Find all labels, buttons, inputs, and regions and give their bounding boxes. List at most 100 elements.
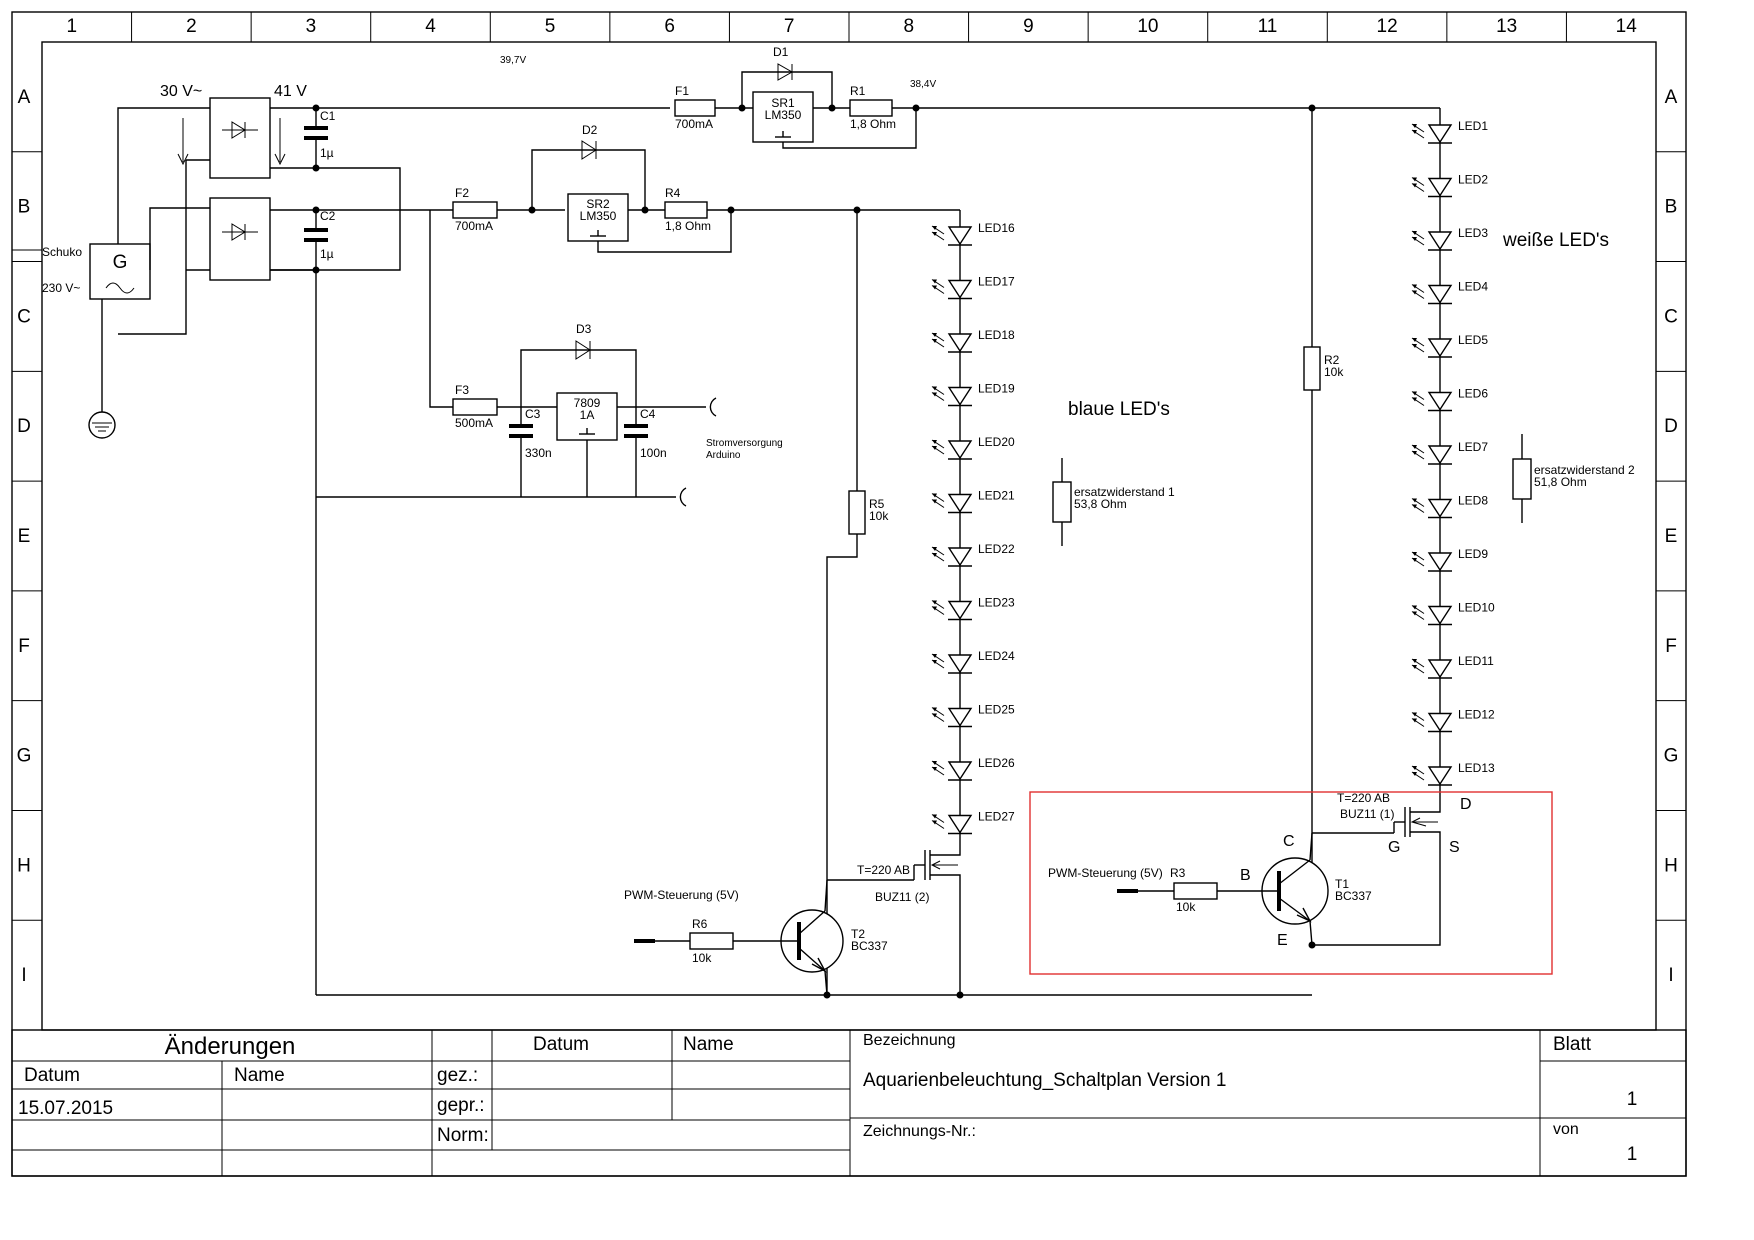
grid-row-label: G bbox=[1664, 746, 1679, 767]
led-label: LED7 bbox=[1458, 440, 1488, 454]
title-block: Änderungen Datum Name Datum Name 15.07.2… bbox=[11, 1029, 1687, 1177]
grid-row-label: C bbox=[1664, 306, 1678, 327]
led-led5: LED5 bbox=[1411, 333, 1488, 358]
led-led16: LED16 bbox=[931, 221, 1015, 246]
led-label: LED23 bbox=[978, 596, 1015, 610]
grid-row-label: H bbox=[17, 855, 31, 876]
grid-column-label: 13 bbox=[1496, 16, 1517, 37]
ers1-value: 53,8 Ohm bbox=[1074, 497, 1127, 511]
led-led7: LED7 bbox=[1411, 440, 1488, 465]
led-led26: LED26 bbox=[931, 756, 1015, 781]
voltage-label-39: 39,7V bbox=[500, 55, 526, 66]
r6-value: 10k bbox=[692, 951, 712, 965]
r3-name: R3 bbox=[1170, 866, 1186, 880]
grid-column-label: 9 bbox=[1023, 16, 1034, 37]
pin-d: D bbox=[1460, 796, 1472, 813]
buz2-type: T=220 AB bbox=[857, 863, 910, 877]
ers1-name: ersatzwiderstand 1 bbox=[1074, 485, 1175, 499]
r5-value: 10k bbox=[869, 509, 889, 523]
pin-s: S bbox=[1449, 839, 1460, 856]
grid-row-label: I bbox=[21, 965, 26, 986]
grid-column-label: 5 bbox=[545, 16, 556, 37]
led-label: LED21 bbox=[978, 489, 1015, 503]
generator-symbol bbox=[89, 243, 151, 300]
drawing-title: Aquarienbeleuchtung_Schaltplan Version 1 bbox=[863, 1070, 1226, 1091]
blue-led-string: LED16LED17LED18LED19LED20LED21LED22LED23… bbox=[931, 221, 1015, 835]
grid-row-label: C bbox=[17, 306, 31, 327]
led-led2: LED2 bbox=[1411, 173, 1488, 198]
grid-row-label: A bbox=[1665, 87, 1678, 108]
pin-b: B bbox=[1240, 867, 1251, 884]
grid-column-label: 6 bbox=[664, 16, 675, 37]
led-led23: LED23 bbox=[931, 596, 1015, 621]
equivalent-resistor-2 bbox=[1512, 458, 1532, 500]
t1-name: T1 bbox=[1335, 877, 1349, 891]
fuse-f3 bbox=[452, 398, 498, 416]
pin-c: C bbox=[1283, 833, 1295, 850]
led-led8: LED8 bbox=[1411, 494, 1488, 519]
c4-value: 100n bbox=[640, 446, 667, 460]
earth-ground-icon bbox=[88, 411, 116, 439]
d2-name: D2 bbox=[582, 123, 598, 137]
grid-row-label: F bbox=[1665, 636, 1677, 657]
led-led6: LED6 bbox=[1411, 387, 1488, 412]
pin-e: E bbox=[1277, 932, 1288, 949]
led-led18: LED18 bbox=[931, 328, 1015, 353]
led-led21: LED21 bbox=[931, 489, 1015, 514]
rectifier-top bbox=[209, 97, 271, 179]
c1-value: 1µ bbox=[320, 146, 334, 160]
led-label: LED27 bbox=[978, 810, 1015, 824]
norm-label: Norm: bbox=[437, 1125, 489, 1146]
blue-led-branch: LED16LED17LED18LED19LED20LED21LED22LED23… bbox=[624, 210, 1175, 996]
datum-header: Datum bbox=[24, 1065, 80, 1086]
dc-voltage-label: 41 V bbox=[274, 83, 307, 100]
von-value: 1 bbox=[1627, 1144, 1638, 1165]
f1-value: 700mA bbox=[675, 117, 713, 131]
led-label: LED2 bbox=[1458, 173, 1488, 187]
f3-value: 500mA bbox=[455, 416, 493, 430]
gez-label: gez.: bbox=[437, 1065, 478, 1086]
resistor-r4 bbox=[664, 201, 708, 219]
generator-label: G bbox=[113, 252, 128, 273]
led-label: LED26 bbox=[978, 756, 1015, 770]
led-led11: LED11 bbox=[1411, 654, 1494, 679]
sr1-name: SR1 bbox=[771, 96, 795, 110]
grid-row-label: G bbox=[17, 746, 32, 767]
led-label: LED6 bbox=[1458, 387, 1488, 401]
schuko-label: Schuko bbox=[42, 245, 82, 259]
f1-name: F1 bbox=[675, 84, 689, 98]
led-led1: LED1 bbox=[1411, 119, 1488, 144]
led-led13: LED13 bbox=[1411, 761, 1495, 786]
t2-name: T2 bbox=[851, 927, 865, 941]
grid-column-label: 11 bbox=[1258, 16, 1278, 37]
fuse-f1 bbox=[674, 99, 716, 117]
blatt-label: Blatt bbox=[1553, 1034, 1592, 1055]
led-label: LED8 bbox=[1458, 494, 1488, 508]
grid-row-label: B bbox=[18, 197, 31, 218]
led-label: LED17 bbox=[978, 275, 1015, 289]
led-led27: LED27 bbox=[931, 810, 1015, 835]
buz1-type: T=220 AB bbox=[1337, 791, 1390, 805]
von-label: von bbox=[1553, 1121, 1579, 1138]
led-label: LED16 bbox=[978, 221, 1015, 235]
led-label: LED5 bbox=[1458, 333, 1488, 347]
ac-wave-icon bbox=[105, 282, 135, 294]
grid-column-label: 1 bbox=[66, 16, 77, 37]
grid-column-label: 4 bbox=[425, 16, 436, 37]
c3-value: 330n bbox=[525, 446, 552, 460]
d1-name: D1 bbox=[773, 45, 789, 59]
grid-column-label: 7 bbox=[784, 16, 795, 37]
led-led19: LED19 bbox=[931, 382, 1015, 407]
sr2-name: SR2 bbox=[586, 197, 610, 211]
white-leds-label: weiße LED's bbox=[1502, 230, 1609, 251]
grid-row-label: A bbox=[18, 87, 31, 108]
gepr-label: gepr.: bbox=[437, 1095, 485, 1116]
name-column-header: Name bbox=[683, 1034, 734, 1055]
led-led17: LED17 bbox=[931, 275, 1015, 300]
led-label: LED13 bbox=[1458, 761, 1495, 775]
led-label: LED24 bbox=[978, 649, 1015, 663]
u7809-name: 7809 bbox=[574, 396, 601, 410]
resistor-r1 bbox=[849, 99, 893, 117]
led-led12: LED12 bbox=[1411, 708, 1495, 733]
datum-column-header: Datum bbox=[533, 1034, 589, 1055]
